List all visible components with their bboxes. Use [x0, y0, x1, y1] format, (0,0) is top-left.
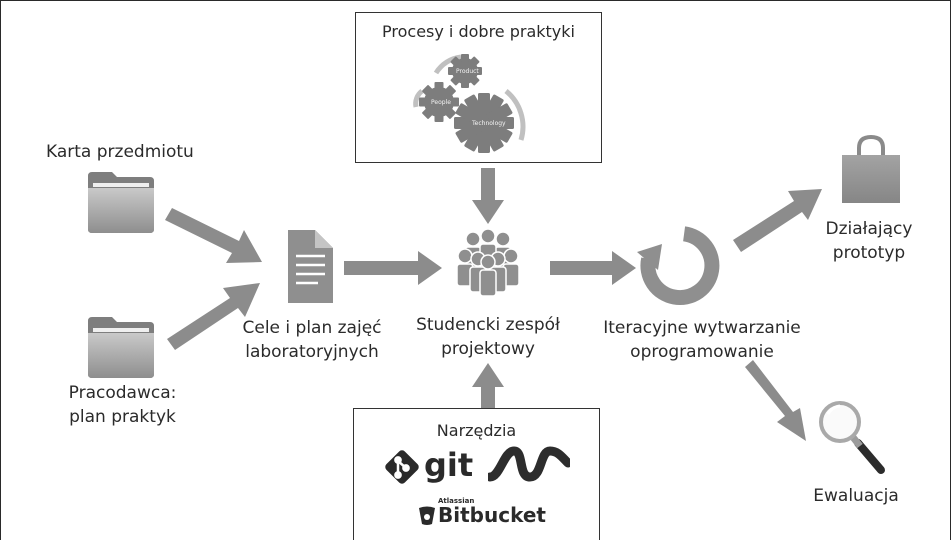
- pracodawca-line-1: Pracodawca:: [68, 383, 177, 403]
- zespol-label: Studencki zespół projektowy: [403, 313, 573, 361]
- iteracyjne-line-1: Iteracyjne wytwarzanie: [603, 318, 801, 338]
- prototyp-label: Działający prototyp: [810, 217, 928, 265]
- ewaluacja-label: Ewaluacja: [813, 486, 899, 506]
- karta-przedmiotu-label: Karta przedmiotu: [46, 142, 194, 162]
- folder-icon: [88, 172, 154, 233]
- bitbucket-logo-icon: [419, 506, 435, 525]
- arrow-karta-to-cele: [165, 208, 262, 263]
- pracodawca-label: Pracodawca: plan praktyk: [55, 381, 190, 429]
- pracodawca-line-2: plan praktyk: [69, 407, 176, 427]
- tools-box-title: Narzędzia: [436, 421, 517, 440]
- folder-icon: [88, 317, 154, 378]
- gear-label-people: People: [431, 99, 451, 106]
- git-logo-text: git: [424, 446, 474, 484]
- gears-icon: [413, 54, 526, 153]
- prototyp-line-2: prototyp: [832, 243, 906, 263]
- bitbucket-small-text: Atlassian: [438, 497, 475, 505]
- cele-label: Cele i plan zajęć laboratoryjnych: [232, 316, 392, 364]
- arrow-pracodawca-to-cele: [167, 283, 260, 350]
- magnifier-icon: [819, 401, 885, 474]
- cele-line-2: laboratoryjnych: [245, 342, 379, 362]
- arrow-zespol-to-iteracyjne: [550, 251, 636, 285]
- arrow-tools-to-zespol: [472, 363, 504, 408]
- team-icon: [456, 228, 520, 297]
- tools-box: Narzędzia git Atlassian Bitbucket: [353, 408, 600, 540]
- arrow-cele-to-zespol: [344, 251, 442, 285]
- document-icon: [288, 230, 333, 303]
- arrow-process-to-zespol: [472, 168, 504, 224]
- iteracyjne-label: Iteracyjne wytwarzanie oprogramowanie: [587, 316, 817, 364]
- process-box: Procesy i dobre praktyki: [355, 12, 602, 163]
- iteracyjne-line-2: oprogramowanie: [630, 342, 774, 362]
- zespol-line-1: Studencki zespół: [416, 315, 560, 335]
- git-logo-icon: [385, 450, 419, 484]
- cycle-icon: [637, 226, 720, 306]
- prototyp-line-1: Działający: [825, 219, 913, 239]
- visual-studio-logo-icon: [488, 446, 570, 482]
- zespol-line-2: projektowy: [441, 339, 535, 359]
- bitbucket-logo-text: Bitbucket: [438, 503, 546, 527]
- arrow-iteracyjne-to-ewaluacja: [745, 360, 806, 441]
- gear-label-technology: Technology: [472, 120, 506, 127]
- gear-label-product: Product: [456, 68, 479, 75]
- cele-line-1: Cele i plan zajęć: [242, 318, 382, 338]
- process-box-title: Procesy i dobre praktyki: [382, 22, 575, 41]
- arrow-iteracyjne-to-prototyp: [733, 189, 822, 252]
- bag-icon: [842, 134, 900, 203]
